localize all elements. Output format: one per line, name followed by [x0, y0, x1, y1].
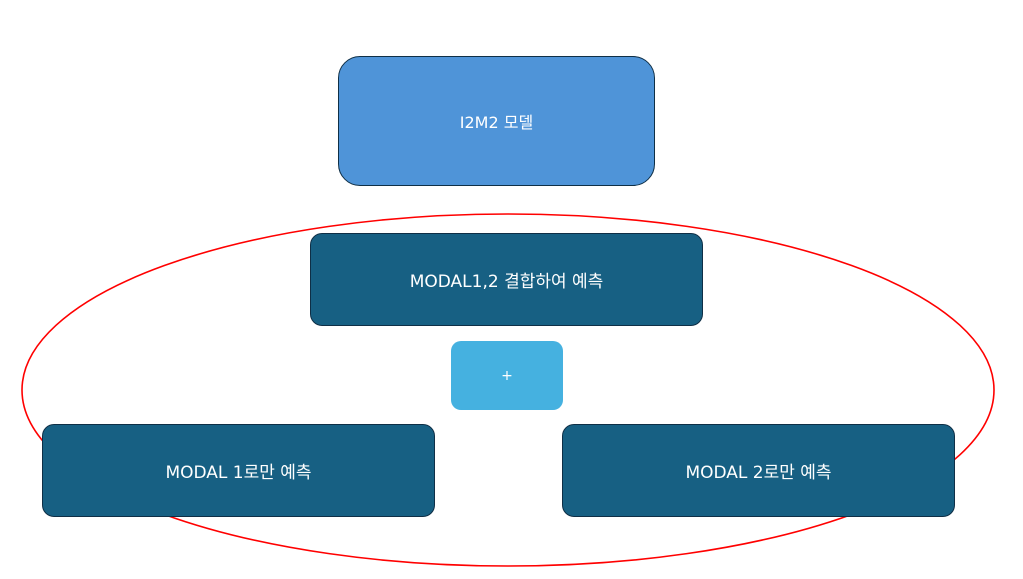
- modal2-prediction-node: MODAL 2로만 예측: [562, 424, 955, 517]
- modal1-prediction-label: MODAL 1로만 예측: [165, 463, 312, 483]
- modal2-prediction-label: MODAL 2로만 예측: [685, 463, 832, 483]
- combined-prediction-label: MODAL1,2 결합하여 예측: [409, 272, 604, 292]
- combined-prediction-node: MODAL1,2 결합하여 예측: [310, 233, 703, 326]
- modal1-prediction-node: MODAL 1로만 예측: [42, 424, 435, 517]
- i2m2-model-node: I2M2 모델: [338, 56, 655, 186]
- i2m2-model-label: I2M2 모델: [459, 113, 534, 132]
- plus-node: +: [451, 341, 563, 410]
- plus-icon: +: [501, 367, 513, 384]
- grouping-ellipse: [21, 213, 995, 567]
